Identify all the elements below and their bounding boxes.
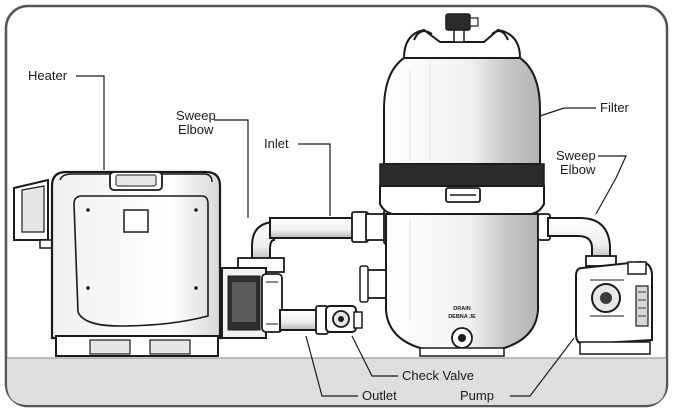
label-pump: Pump <box>460 388 494 403</box>
label-sweep-elbow-right-line2: Elbow <box>560 162 596 177</box>
label-sweep-elbow-left-line2: Elbow <box>178 122 214 137</box>
drain-label-1: DRAIN <box>453 306 470 312</box>
label-filter: Filter <box>600 100 630 115</box>
heater <box>13 170 222 357</box>
pump <box>575 260 653 355</box>
outlet-pipe <box>279 305 329 335</box>
label-sweep-elbow-right-line1: Sweep <box>556 148 596 163</box>
leader-lines <box>76 75 627 397</box>
label-outlet: Outlet <box>362 388 397 403</box>
label-check-valve: Check Valve <box>402 368 474 383</box>
filter-tank: DRAIN DEBNA JE <box>359 13 545 357</box>
label-inlet: Inlet <box>264 136 289 151</box>
ground-strip <box>7 358 666 405</box>
drain-label-2: DEBNA JE <box>448 314 476 320</box>
label-sweep-elbow-left-line1: Sweep <box>176 108 216 123</box>
heater-valve-body <box>221 267 283 339</box>
check-valve <box>325 305 363 333</box>
label-heater: Heater <box>28 68 68 83</box>
